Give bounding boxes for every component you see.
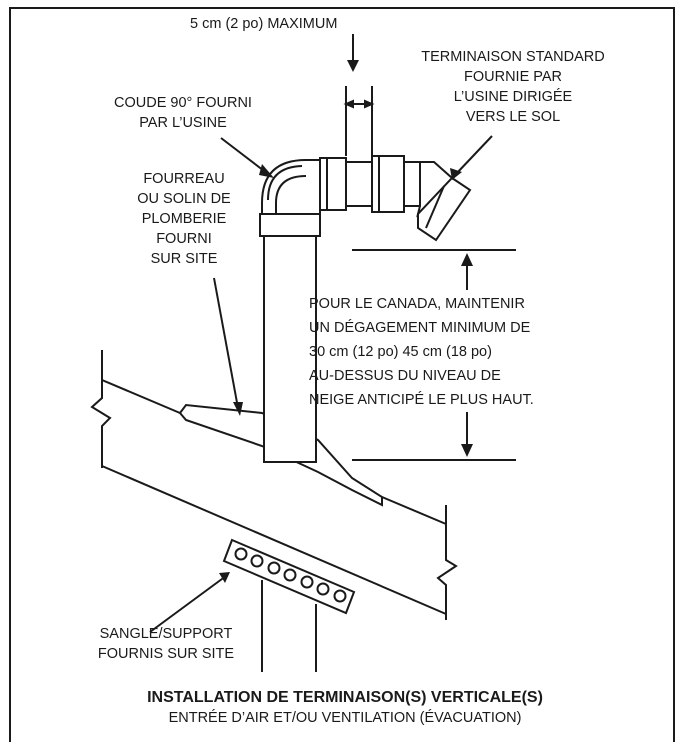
svg-text:AU-DESSUS DU NIVEAU DE: AU-DESSUS DU NIVEAU DE [309, 368, 501, 384]
label-gap-max: 5 cm (2 po) MAXIMUM [190, 16, 337, 32]
svg-text:FOURNI: FOURNI [156, 231, 212, 247]
svg-text:COUDE 90° FOURNI: COUDE 90° FOURNI [114, 95, 252, 111]
gap-dimension [343, 34, 375, 156]
svg-text:5 cm (2 po) MAXIMUM: 5 cm (2 po) MAXIMUM [190, 16, 337, 32]
svg-text:PAR L’USINE: PAR L’USINE [139, 115, 227, 131]
label-standard-termination: TERMINAISON STANDARD FOURNIE PAR L’USINE… [421, 49, 604, 125]
label-clearance-note: POUR LE CANADA, MAINTENIR UN DÉGAGEMENT … [309, 296, 534, 408]
vertical-pipe [259, 213, 321, 463]
svg-text:SUR SITE: SUR SITE [151, 251, 218, 267]
label-strap: SANGLE/SUPPORT FOURNIS SUR SITE [98, 626, 234, 662]
svg-text:OU SOLIN DE: OU SOLIN DE [137, 191, 231, 207]
svg-text:30 cm (12 po) 45 cm (18 po): 30 cm (12 po) 45 cm (18 po) [309, 344, 492, 360]
flashing-sleeve [178, 403, 383, 507]
diagram-border [9, 7, 675, 742]
roof-section [90, 350, 458, 620]
svg-text:SANGLE/SUPPORT: SANGLE/SUPPORT [100, 626, 233, 642]
svg-text:FOURREAU: FOURREAU [143, 171, 224, 187]
label-elbow: COUDE 90° FOURNI PAR L’USINE [114, 95, 252, 131]
horizontal-pipe [319, 155, 421, 213]
svg-text:PLOMBERIE: PLOMBERIE [142, 211, 227, 227]
caption-subtitle: ENTRÉE D’AIR ET/OU VENTILATION (ÉVACUATI… [169, 709, 522, 726]
elbow-90 [261, 159, 321, 215]
svg-text:NEIGE ANTICIPÉ LE PLUS HAUT.: NEIGE ANTICIPÉ LE PLUS HAUT. [309, 391, 534, 408]
caption: INSTALLATION DE TERMINAISON(S) VERTICALE… [147, 689, 543, 726]
leader-arrows [149, 135, 493, 633]
svg-text:L’USINE DIRIGÉE: L’USINE DIRIGÉE [454, 88, 573, 105]
standard-termination [416, 161, 472, 242]
svg-text:VERS LE SOL: VERS LE SOL [466, 109, 560, 125]
svg-text:POUR LE CANADA, MAINTENIR: POUR LE CANADA, MAINTENIR [309, 296, 525, 312]
svg-text:UN DÉGAGEMENT MINIMUM DE: UN DÉGAGEMENT MINIMUM DE [309, 319, 531, 336]
svg-text:TERMINAISON STANDARD: TERMINAISON STANDARD [421, 49, 604, 65]
svg-text:FOURNIS SUR SITE: FOURNIS SUR SITE [98, 646, 234, 662]
label-sleeve: FOURREAU OU SOLIN DE PLOMBERIE FOURNI SU… [137, 171, 231, 267]
svg-text:FOURNIE PAR: FOURNIE PAR [464, 69, 562, 85]
clearance-dimension [352, 249, 516, 461]
mounting-strap [222, 538, 356, 672]
caption-title: INSTALLATION DE TERMINAISON(S) VERTICALE… [147, 689, 543, 706]
